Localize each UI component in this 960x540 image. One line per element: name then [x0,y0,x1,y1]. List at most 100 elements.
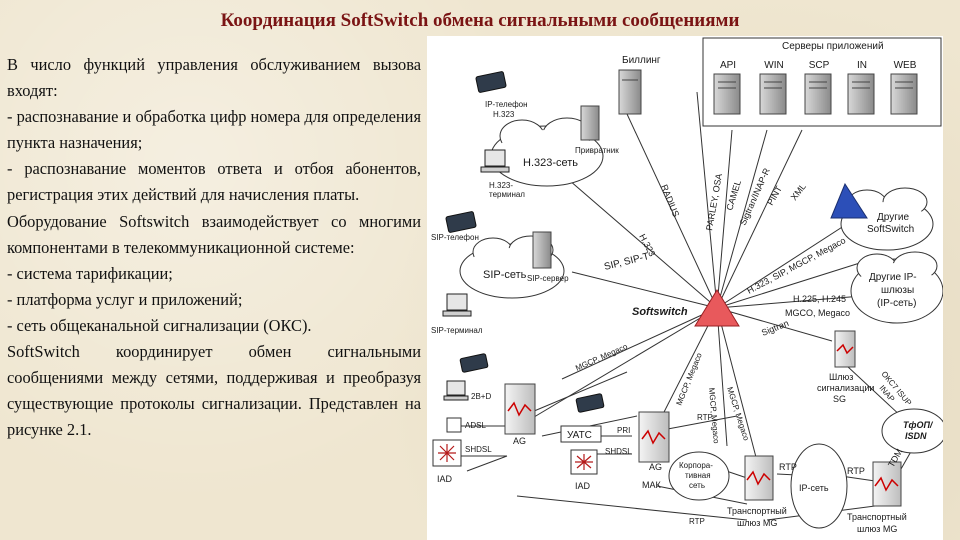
server-in: IN [847,60,875,115]
paragraph: В число функций управления обслуживанием… [7,55,421,101]
svg-text:SCP: SCP [809,60,830,71]
svg-text:Другие: Другие [877,212,909,223]
svg-text:ISDN: ISDN [905,431,927,441]
svg-text:SoftSwitch: SoftSwitch [867,224,914,235]
link-label-mgco: MGCO, Megaco [785,308,850,318]
svg-text:SIP-телефон: SIP-телефон [431,233,479,242]
corporate-network-cloud: Корпора- тивная сеть [668,451,730,501]
sip-server: SIP-сервер [527,231,569,283]
svg-text:H.323-: H.323- [489,181,513,190]
server-win: WIN [759,60,787,115]
pstn-cloud: ТфОП/ ISDN [881,408,943,454]
adsl-modem-icon [446,417,462,433]
svg-text:WEB: WEB [894,60,917,71]
svg-text:AG: AG [649,462,662,472]
svg-text:IAD: IAD [437,474,453,484]
body-text: В число функций управления обслуживанием… [7,52,421,443]
other-softswitch-cloud: Другие SoftSwitch [830,182,934,251]
transport-gateway-1: Транспортный шлюз MG [727,455,787,528]
h323-cloud: H.323-сеть [490,117,604,187]
link-label-sip-sipt: SIP, SIP-T [603,251,650,273]
link-label-sigtran: Sigtran [760,318,790,338]
lower-left-pc-icon [443,380,469,401]
server-web: WEB [890,60,918,115]
svg-text:терминал: терминал [489,190,525,199]
link-label-shdsl-1: SHDSL [465,445,492,454]
svg-text:Биллинг: Биллинг [622,55,661,66]
svg-text:Транспортный: Транспортный [847,512,907,522]
iad-device-2: IAD [570,449,598,491]
svg-text:Привратник: Привратник [575,146,619,155]
lower-left-phone-icon [459,353,489,373]
svg-text:AG: AG [513,436,526,446]
billing-server: Биллинг [618,55,661,115]
svg-text:тивная: тивная [685,471,711,480]
link-label-2bd: 2B+D [471,392,491,401]
link-label-pri: PRI [617,426,630,435]
svg-text:IN: IN [857,60,867,71]
svg-text:IP-телефон: IP-телефон [485,100,528,109]
link-label-rtp-4: RTP [689,517,705,526]
svg-text:SIP-терминал: SIP-терминал [431,326,483,335]
link-label-rtp-2: RTP [779,462,797,472]
iad-device-1: IAD [432,439,462,484]
svg-text:SIP-сеть: SIP-сеть [483,269,527,281]
svg-text:WIN: WIN [764,60,783,71]
svg-text:шлюзы: шлюзы [881,285,914,296]
svg-text:МАК: МАК [642,480,662,490]
svg-text:сеть: сеть [689,481,705,490]
svg-text:(IP-сеть): (IP-сеть) [877,298,916,309]
sip-phone-icon: SIP-телефон [431,211,479,242]
server-api: API [713,60,741,115]
paragraph: Оборудование Softswitch взаимодействует … [7,211,421,257]
svg-text:SG: SG [833,394,846,404]
link-label-shdsl-2: SHDSL [605,447,632,456]
svg-text:SIP-сервер: SIP-сервер [527,274,569,283]
svg-text:Шлюз: Шлюз [829,372,853,382]
svg-text:ТфОП/: ТфОП/ [903,420,934,430]
svg-text:УАТС: УАТС [567,430,592,441]
svg-text:сигнализации: сигнализации [817,383,874,393]
softswitch-node: Softswitch [632,289,740,327]
slide-title: Координация SoftSwitch обмена сигнальным… [220,10,740,31]
paragraph: - система тарификации; [7,263,173,283]
svg-text:Транспортный: Транспортный [727,506,787,516]
paragraph: - распознавание моментов ответа и отбоя … [7,159,421,205]
svg-text:Корпора-: Корпора- [679,461,713,470]
link-label-adsl: ADSL [465,421,486,430]
ag-gateway-2: AG МАК [638,411,670,490]
link-label-h225: H.225, H.245 [793,294,846,304]
paragraph: - сеть общеканальной сигнализации (ОКС). [7,315,312,335]
other-gateways-cloud: Другие IP- шлюзы (IP-сеть) [850,251,943,324]
link-label-radius: RADIUS [659,183,681,218]
app-servers-group: Серверы приложений API WIN SCP IN WEB [702,37,942,127]
gatekeeper-server: Привратник [575,105,619,155]
svg-text:шлюз MG: шлюз MG [857,524,897,534]
svg-text:Softswitch: Softswitch [632,306,688,318]
svg-text:H.323: H.323 [493,110,515,119]
network-diagram: Серверы приложений API WIN SCP IN WEB [427,36,943,540]
ag-gateway-1: AG [504,383,536,446]
svg-text:IAD: IAD [575,481,591,491]
link-label-rtp-3: RTP [847,466,865,476]
link-label-sigtran-inap: Sigtran/INAP-R [738,166,772,227]
link-label-pint: PINT [765,184,784,207]
svg-text:Другие IP-: Другие IP- [869,272,917,283]
svg-text:API: API [720,60,736,71]
app-servers-title: Серверы приложений [782,41,884,52]
mid-phone-icon [575,393,605,413]
link-label-multi: H.323, SIP, MGCP, Megaco [745,235,847,296]
signaling-gateway: Шлюз сигнализации SG [817,330,874,404]
link-label-mgcp-mg2: MGCP, Megaco [725,386,751,442]
link-label-rtp-1: RTP [697,413,713,422]
link-label-mgcp-ag1: MGCP, Megaco [574,342,629,373]
paragraph: - платформа услуг и приложений; [7,289,243,309]
transport-gateway-2: Транспортный шлюз MG [847,461,907,534]
ip-network-cloud: IP-сеть [790,443,848,529]
svg-text:H.323-сеть: H.323-сеть [523,157,578,169]
svg-text:шлюз MG: шлюз MG [737,518,777,528]
ip-phone-icon: IP-телефон H.323 [475,71,528,119]
paragraph: - распознавание и обработка цифр номера … [7,107,421,153]
link-label-xml: XML [789,181,808,202]
link-label-mgcp-ag2: MGCP, Megaco [675,351,704,407]
